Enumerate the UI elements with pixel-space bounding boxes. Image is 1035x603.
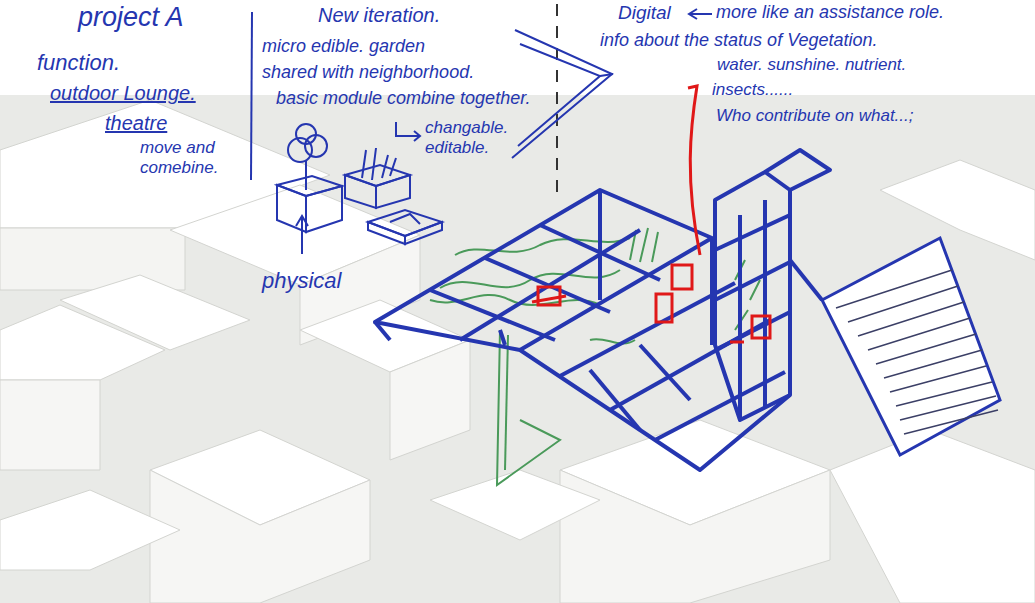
title-text: project A [78, 2, 184, 33]
note-text: shared with neighborhood. [262, 62, 474, 83]
note-text: theatre [105, 112, 167, 135]
planter-modules [277, 124, 442, 244]
note-text: info about the status of Vegetation. [600, 30, 878, 51]
note-text: micro edible. garden [262, 36, 425, 57]
notes-divider [251, 4, 613, 200]
right-roof [822, 238, 1000, 455]
note-text: function. [37, 50, 120, 75]
note-text: insects...... [712, 80, 793, 100]
note-text: outdoor Lounge. [50, 82, 196, 105]
note-text: changable. editable. [425, 118, 509, 157]
vegetation-sketch [430, 228, 760, 485]
note-text: Who contribute on what...; [716, 106, 914, 126]
note-text: physical [262, 268, 341, 293]
structure-sketch [375, 150, 830, 470]
note-text: more like an assistance role. [716, 2, 944, 23]
note-text: water. sunshine. nutrient. [717, 55, 906, 75]
context-buildings [0, 95, 1035, 603]
note-text: Digital [618, 2, 671, 24]
note-text: move and comebine. [140, 138, 240, 177]
note-text: New iteration. [318, 4, 440, 27]
note-text: basic module combine together. [276, 88, 530, 109]
